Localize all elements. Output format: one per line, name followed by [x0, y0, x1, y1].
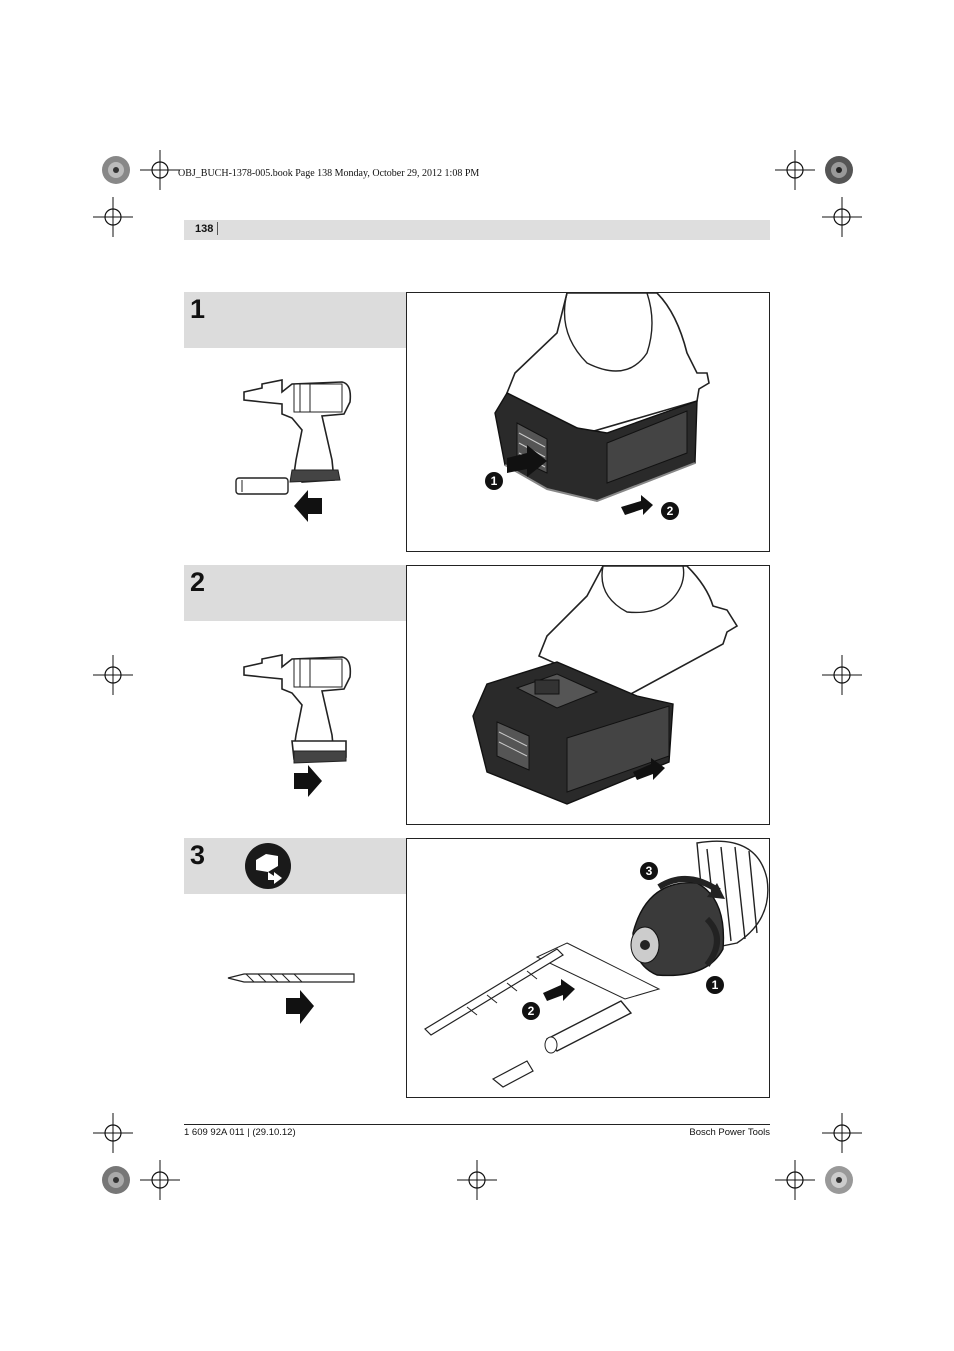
- step-3-box: [184, 838, 406, 894]
- step-3-illustration-frame: 3 1 2: [406, 838, 770, 1098]
- registration-mark-icon: [93, 197, 133, 237]
- registration-mark-icon: [102, 156, 130, 184]
- step-2-number: 2: [190, 567, 206, 597]
- registration-mark-icon: [93, 655, 133, 695]
- callout-2: 2: [528, 1004, 535, 1018]
- step-1-illustration-frame: 1 2: [406, 292, 770, 552]
- print-info: OBJ_BUCH-1378-005.book Page 138 Monday, …: [178, 168, 480, 179]
- drill-icon: [243, 654, 352, 797]
- step-3-number: 3: [190, 840, 206, 870]
- page-separator: [217, 222, 218, 235]
- registration-mark-icon: [822, 1113, 862, 1153]
- callout-1: 1: [712, 978, 719, 992]
- tool-change-icon: [245, 843, 291, 889]
- registration-mark-icon: [102, 1166, 130, 1194]
- callout-3: 3: [646, 864, 653, 878]
- callout-2: 2: [667, 504, 674, 518]
- page-number: 138: [195, 223, 214, 235]
- step-1-number: 1: [190, 294, 206, 324]
- step-1-box: [184, 292, 406, 348]
- page-header-bar: [184, 220, 770, 240]
- registration-mark-icon: [775, 1160, 815, 1200]
- registration-mark-icon: [822, 655, 862, 695]
- registration-mark-icon: [457, 1160, 497, 1200]
- registration-mark-icon: [93, 1113, 133, 1153]
- registration-mark-icon: [825, 156, 853, 184]
- drill-icon: [235, 379, 352, 522]
- registration-mark-icon: [775, 150, 815, 190]
- registration-mark-icon: [140, 150, 180, 190]
- step-2-box: [184, 565, 406, 621]
- step-2-illustration-frame: [406, 565, 770, 825]
- brand-name: Bosch Power Tools: [689, 1127, 770, 1138]
- drill-bit-icon: [227, 973, 355, 1024]
- document-code: 1 609 92A 011 | (29.10.12): [184, 1127, 296, 1138]
- registration-mark-icon: [822, 197, 862, 237]
- callout-1: 1: [491, 474, 498, 488]
- footer-rule: [184, 1124, 770, 1125]
- registration-mark-icon: [825, 1166, 853, 1194]
- registration-mark-icon: [140, 1160, 180, 1200]
